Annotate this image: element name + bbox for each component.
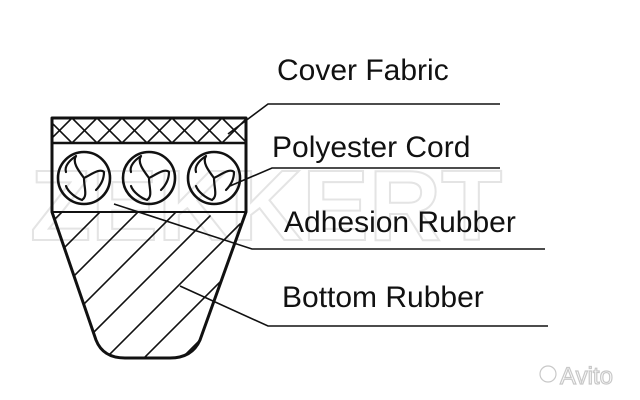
belt-outline [50,116,248,360]
cord-2 [121,150,177,206]
cover-fabric-hatching [52,118,246,143]
leader-bottom-rubber [179,285,548,327]
cord-1 [56,150,112,206]
leader-polyester-cord [229,167,500,187]
avito-watermark: Avito [539,362,614,391]
cord-3 [186,150,242,206]
belt-profile [50,116,248,360]
label-bottom-rubber: Bottom Rubber [282,281,484,314]
label-polyester-cord: Polyester Cord [272,131,470,164]
leader-lines [113,103,548,327]
leader-cover-fabric [227,103,500,135]
polyester-cords [56,150,242,206]
avito-logo-icon [539,365,557,383]
avito-watermark-text: Avito [560,363,613,390]
label-cover-fabric: Cover Fabric [277,54,449,87]
leader-adhesion-rubber [113,203,545,250]
label-adhesion-rubber: Adhesion Rubber [284,206,516,239]
